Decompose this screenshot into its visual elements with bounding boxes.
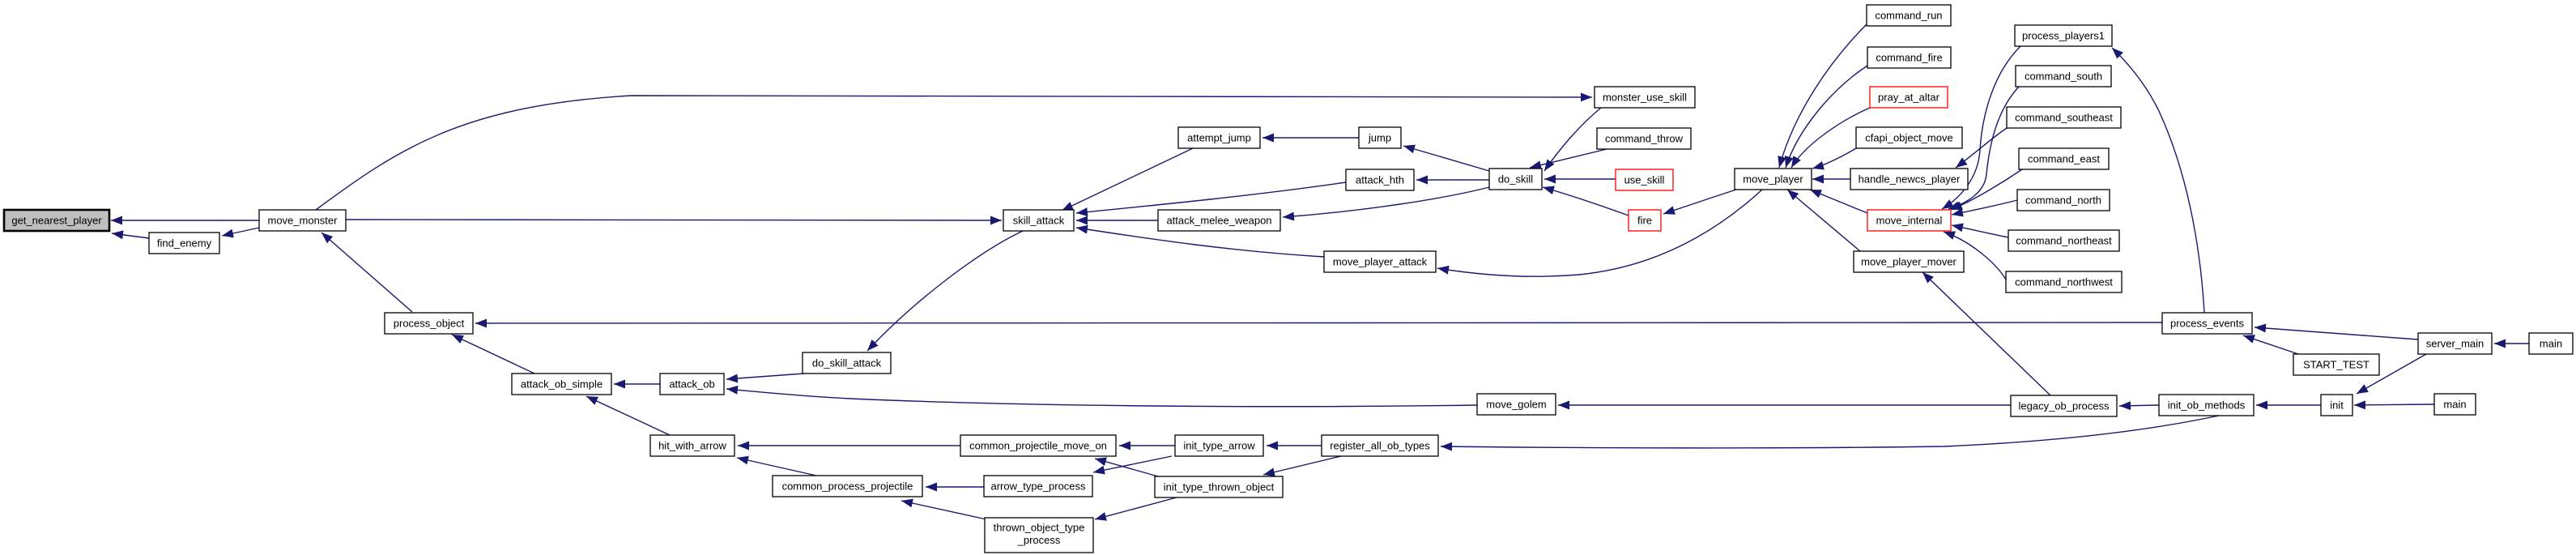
svg-text:command_southeast: command_southeast bbox=[2015, 112, 2113, 124]
svg-text:init_ob_methods: init_ob_methods bbox=[2168, 399, 2246, 412]
svg-text:command_northeast: command_northeast bbox=[2016, 235, 2112, 247]
svg-text:command_south: command_south bbox=[2025, 70, 2102, 83]
svg-text:main: main bbox=[2540, 338, 2562, 350]
svg-text:attack_ob_simple: attack_ob_simple bbox=[521, 378, 602, 391]
svg-text:process_object: process_object bbox=[394, 318, 465, 330]
svg-text:init_type_arrow: init_type_arrow bbox=[1183, 440, 1255, 452]
svg-text:skill_attack: skill_attack bbox=[1013, 215, 1065, 227]
svg-text:get_nearest_player: get_nearest_player bbox=[11, 215, 102, 227]
svg-text:common_process_projectile: common_process_projectile bbox=[782, 480, 913, 493]
svg-text:process_players1: process_players1 bbox=[2022, 30, 2105, 42]
svg-text:arrow_type_process: arrow_type_process bbox=[990, 480, 1086, 493]
svg-text:handle_newcs_player: handle_newcs_player bbox=[1859, 173, 1961, 186]
svg-text:command_fire: command_fire bbox=[1876, 52, 1942, 64]
svg-text:command_northwest: command_northwest bbox=[2015, 276, 2113, 288]
svg-text:common_projectile_move_on: common_projectile_move_on bbox=[969, 440, 1107, 452]
svg-text:register_all_ob_types: register_all_ob_types bbox=[1330, 440, 1430, 452]
svg-text:use_skill: use_skill bbox=[1624, 174, 1665, 186]
svg-text:monster_use_skill: monster_use_skill bbox=[1603, 92, 1687, 104]
svg-text:attempt_jump: attempt_jump bbox=[1187, 132, 1251, 144]
svg-text:main: main bbox=[2443, 399, 2466, 411]
svg-text:attack_melee_weapon: attack_melee_weapon bbox=[1166, 215, 1271, 227]
svg-text:_process: _process bbox=[1017, 534, 1061, 546]
svg-text:process_events: process_events bbox=[2170, 318, 2245, 330]
svg-text:command_north: command_north bbox=[2025, 194, 2101, 207]
svg-text:init: init bbox=[2330, 399, 2344, 412]
svg-text:pray_at_altar: pray_at_altar bbox=[1878, 92, 1940, 104]
svg-text:move_player: move_player bbox=[1743, 173, 1803, 186]
svg-text:cfapi_object_move: cfapi_object_move bbox=[1865, 132, 1952, 144]
svg-text:move_internal: move_internal bbox=[1876, 215, 1943, 227]
svg-text:move_player_mover: move_player_mover bbox=[1861, 256, 1956, 268]
svg-text:do_skill_attack: do_skill_attack bbox=[812, 357, 882, 369]
svg-text:find_enemy: find_enemy bbox=[157, 237, 212, 250]
svg-text:move_player_attack: move_player_attack bbox=[1333, 256, 1428, 268]
svg-text:attack_hth: attack_hth bbox=[1356, 174, 1404, 186]
svg-text:command_east: command_east bbox=[2028, 153, 2100, 165]
svg-text:jump: jump bbox=[1368, 132, 1391, 144]
svg-text:fire: fire bbox=[1637, 215, 1652, 227]
svg-text:thrown_object_type: thrown_object_type bbox=[994, 522, 1085, 534]
svg-text:move_monster: move_monster bbox=[268, 215, 338, 227]
svg-text:init_type_thrown_object: init_type_thrown_object bbox=[1164, 481, 1275, 493]
svg-text:attack_ob: attack_ob bbox=[669, 378, 714, 391]
svg-text:START_TEST: START_TEST bbox=[2303, 359, 2369, 371]
svg-text:hit_with_arrow: hit_with_arrow bbox=[658, 440, 726, 452]
svg-text:server_main: server_main bbox=[2426, 338, 2484, 350]
svg-text:command_throw: command_throw bbox=[1605, 133, 1684, 145]
svg-text:move_golem: move_golem bbox=[1486, 399, 1546, 411]
svg-text:legacy_ob_process: legacy_ob_process bbox=[2018, 400, 2110, 412]
svg-text:command_run: command_run bbox=[1875, 10, 1942, 22]
svg-text:do_skill: do_skill bbox=[1498, 173, 1533, 186]
